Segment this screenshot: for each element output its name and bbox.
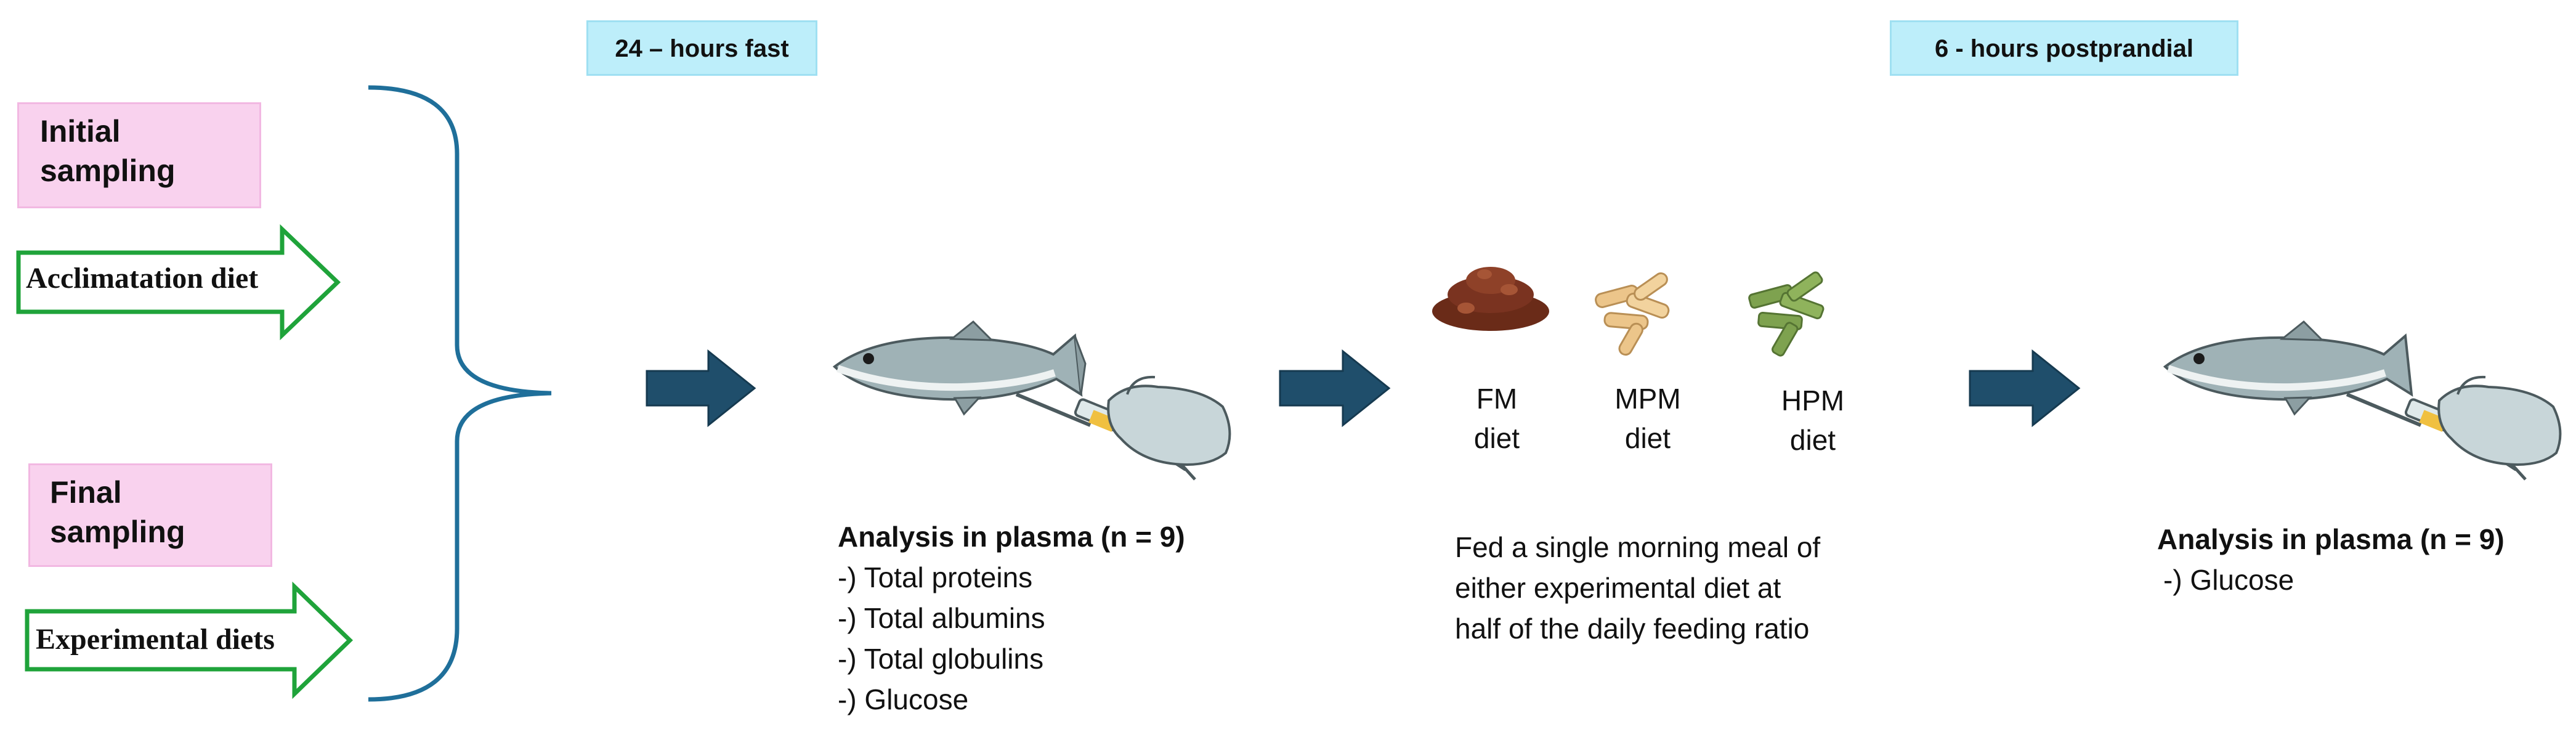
feeding-description: Fed a single morning meal of either expe… <box>1455 527 1820 649</box>
diet-suffix: diet <box>1789 424 1836 456</box>
diet-name: MPM <box>1614 383 1681 415</box>
fm-pellets-icon <box>1432 267 1549 331</box>
feeding-line: Fed a single morning meal of <box>1455 531 1821 563</box>
acclimatation-diet-label: Acclimatation diet <box>26 262 259 295</box>
diet-name: HPM <box>1781 385 1845 417</box>
analysis-1-item: -) Glucose <box>838 683 969 715</box>
bracket <box>368 85 552 702</box>
initial-sampling-line-2: sampling <box>40 153 176 188</box>
flow-arrow-2 <box>1279 349 1391 428</box>
flow-arrow-1 <box>646 349 756 428</box>
feeding-line: half of the daily feeding ratio <box>1455 613 1810 645</box>
diet-label-hpm: HPM diet <box>1770 381 1856 460</box>
mpm-pellets-icon <box>1595 272 1670 356</box>
experimental-arrow-shape <box>25 581 354 699</box>
diet-suffix: diet <box>1473 422 1520 454</box>
analysis-block-2: Analysis in plasma (n = 9) -) Glucose <box>2157 519 2505 600</box>
diet-label-mpm: MPM diet <box>1605 379 1691 458</box>
analysis-2-item: -) Glucose <box>2163 564 2295 596</box>
fish-sampling-illustration-2 <box>2163 320 2562 481</box>
feeding-line: either experimental diet at <box>1455 572 1781 604</box>
final-sampling-line-1: Final <box>50 475 122 510</box>
initial-sampling-line-1: Initial <box>40 114 121 149</box>
analysis-2-title: Analysis in plasma (n = 9) <box>2157 523 2505 555</box>
analysis-1-item: -) Total proteins <box>838 561 1033 593</box>
diet-suffix: diet <box>1624 422 1671 454</box>
experimental-diets-label: Experimental diets <box>36 623 275 656</box>
analysis-1-item: -) Total globulins <box>838 643 1044 675</box>
analysis-block-1: Analysis in plasma (n = 9) -) Total prot… <box>838 516 1185 720</box>
analysis-1-title: Analysis in plasma (n = 9) <box>838 521 1185 553</box>
diet-label-fm: FM diet <box>1460 379 1534 458</box>
final-sampling-box: Final sampling <box>28 463 272 567</box>
fish-sampling-illustration-1 <box>832 320 1231 481</box>
fast-phase-label: 24 – hours fast <box>586 20 817 76</box>
flow-arrow-3 <box>1969 349 2081 428</box>
initial-sampling-box: Initial sampling <box>17 102 261 208</box>
postprandial-phase-label: 6 - hours postprandial <box>1890 20 2238 76</box>
acclimatation-arrow-shape <box>16 224 341 341</box>
final-sampling-line-2: sampling <box>50 515 185 549</box>
diet-name: FM <box>1476 383 1518 415</box>
hpm-pellets-icon <box>1748 271 1825 357</box>
analysis-1-item: -) Total albumins <box>838 602 1045 634</box>
